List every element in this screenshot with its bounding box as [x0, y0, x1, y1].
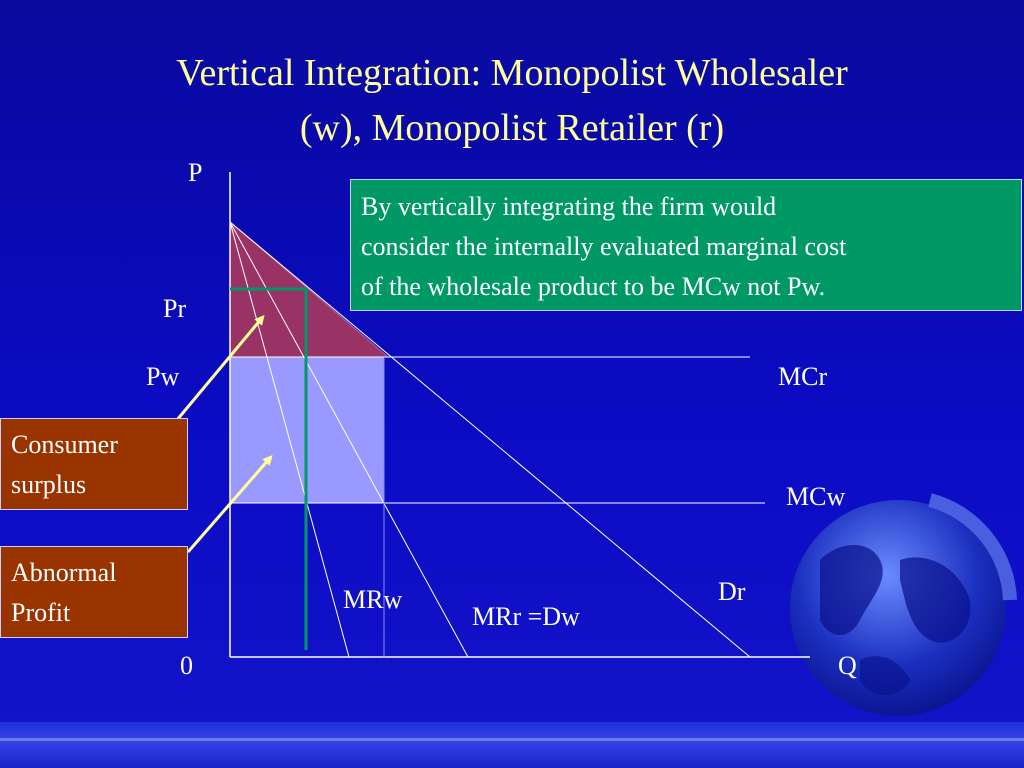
pw-label: Pw — [146, 362, 180, 391]
consumer-surplus-callout: Consumer surplus — [0, 418, 188, 510]
abnormal-profit-callout: Abnormal Profit — [0, 546, 188, 638]
mcw-label: MCw — [786, 482, 846, 511]
mrw-label: MRw — [343, 585, 403, 614]
consumer-surplus-arrow — [175, 314, 265, 421]
integrated-price-line — [230, 287, 308, 650]
consumer-surplus-line-2: surplus — [11, 470, 87, 499]
mrr-dw-curve — [229, 221, 469, 658]
note-line-2: consider the internally evaluated margin… — [361, 232, 847, 261]
mcr-label: MCr — [778, 362, 828, 391]
y-axis-label: P — [188, 158, 203, 187]
title-line-1: Vertical Integration: Monopolist Wholesa… — [176, 52, 848, 94]
globe-icon — [790, 493, 1017, 740]
mrw-curve — [229, 221, 350, 658]
x-axis-label: Q — [838, 651, 857, 680]
dr-label: Dr — [718, 577, 746, 606]
mrr-dw-label: MRr =Dw — [472, 602, 580, 631]
abnormal-profit-line-1: Abnormal — [11, 558, 117, 587]
slide-title: Vertical Integration: Monopolist Wholesa… — [40, 46, 984, 156]
pr-label: Pr — [163, 294, 187, 323]
abnormal-profit-arrow — [186, 454, 273, 553]
note-line-3: of the wholesale product to be MCw not P… — [361, 272, 826, 301]
note-line-1: By vertically integrating the firm would — [361, 192, 777, 221]
title-line-2: (w), Monopolist Retailer (r) — [299, 107, 725, 149]
bottom-decorative-band — [0, 722, 1024, 768]
dr-curve — [229, 221, 751, 658]
origin-label: 0 — [180, 651, 193, 680]
explanation-note: By vertically integrating the firm would… — [350, 179, 1022, 311]
consumer-surplus-line-1: Consumer — [11, 430, 118, 459]
abnormal-profit-line-2: Profit — [11, 598, 71, 627]
